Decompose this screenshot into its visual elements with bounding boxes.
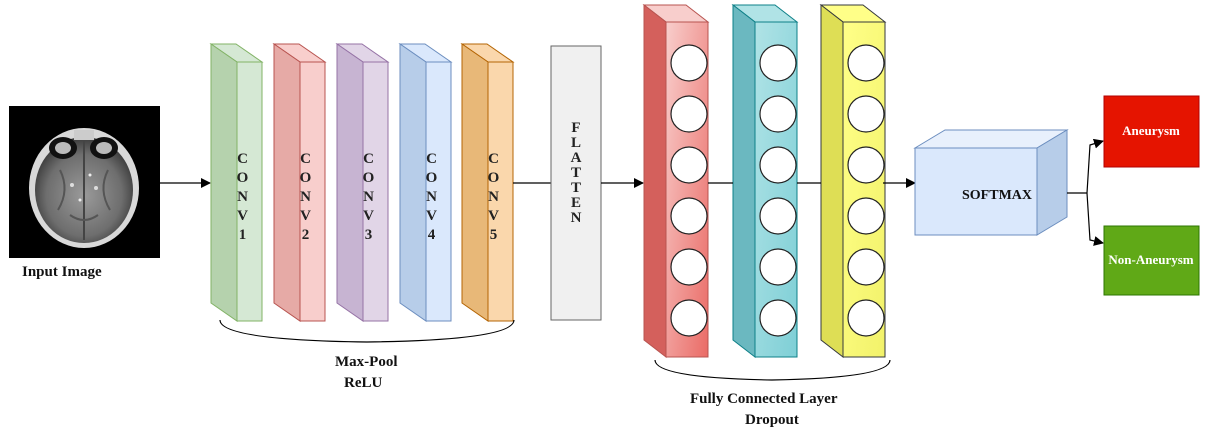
fc-layer-1 (642, 3, 710, 359)
neuron-node (670, 95, 708, 133)
neuron-node (759, 95, 797, 133)
fc-layer-3 (819, 3, 887, 359)
input-image (9, 106, 160, 258)
conv-brace (219, 319, 515, 343)
neuron-node (670, 44, 708, 82)
neuron-node (759, 197, 797, 235)
neuron-node (847, 299, 885, 337)
softmax-label: SOFTMAX (962, 188, 1032, 203)
fc-caption-line1: Fully Connected Layer (690, 391, 838, 407)
neuron-node (847, 248, 885, 286)
output-aneurysm-label: Aneurysm (1122, 123, 1180, 138)
neuron-node (847, 44, 885, 82)
output-non-aneurysm-label: Non-Aneurysm (1108, 252, 1193, 267)
fc-layer-2 (731, 3, 799, 359)
neuron-node (759, 146, 797, 184)
neuron-node (847, 95, 885, 133)
output-non-aneurysm-box (1103, 225, 1200, 296)
neuron-node (847, 197, 885, 235)
conv-caption-line2: ReLU (344, 375, 382, 391)
softmax-block (913, 129, 1069, 236)
neuron-node (847, 146, 885, 184)
output-branch-arrows (1067, 138, 1104, 246)
conv-caption-line1: Max-Pool (335, 354, 397, 370)
fc-brace (654, 359, 891, 381)
flatten-box (550, 45, 602, 321)
neuron-node (670, 248, 708, 286)
output-aneurysm-box (1103, 95, 1200, 168)
input-image-label: Input Image (22, 264, 102, 280)
neuron-node (670, 146, 708, 184)
neuron-node (670, 299, 708, 337)
neuron-node (759, 299, 797, 337)
fc-caption-line2: Dropout (745, 412, 799, 428)
neuron-node (759, 248, 797, 286)
neuron-node (670, 197, 708, 235)
neuron-node (759, 44, 797, 82)
